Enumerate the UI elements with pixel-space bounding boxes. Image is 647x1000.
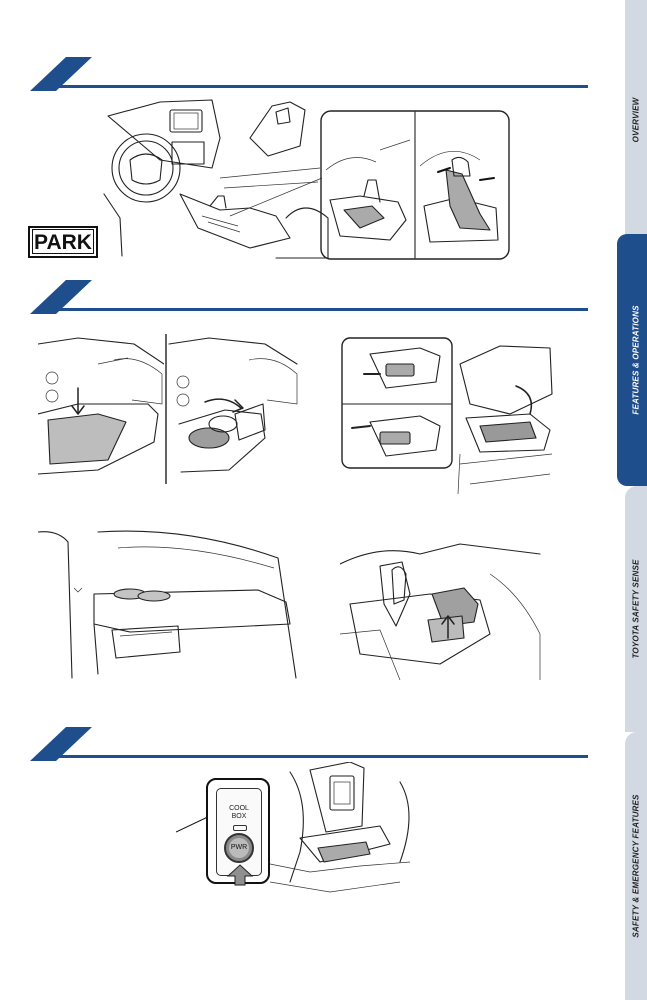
cool-box-panel: COOL BOX PWR xyxy=(206,778,270,886)
park-sign: PARK xyxy=(28,226,98,258)
side-tab-safety-emergency[interactable]: SAFETY & EMERGENCY FEATURES xyxy=(625,732,647,1000)
side-tab-label: SAFETY & EMERGENCY FEATURES xyxy=(631,794,641,938)
shift-lever-interior-illustration xyxy=(100,98,330,260)
section-header-rule xyxy=(50,755,588,758)
pwr-button-label: PWR xyxy=(229,838,249,858)
side-tab-label: TOYOTA SAFETY SENSE xyxy=(631,559,641,659)
cool-box-label: COOL BOX xyxy=(217,805,261,821)
section-header-1 xyxy=(30,57,588,91)
section-header-3 xyxy=(30,727,588,761)
pwr-button[interactable]: PWR xyxy=(224,833,254,863)
shift-lever-detail-illustration xyxy=(320,110,510,260)
side-tab-overview[interactable]: OVERVIEW xyxy=(625,0,647,240)
cup-holder-open-illustration xyxy=(165,334,300,484)
door-cup-holder-illustration xyxy=(38,528,300,680)
cool-box-label-line1: COOL xyxy=(229,805,249,812)
cool-box-illustration xyxy=(250,762,420,896)
side-tab-label: OVERVIEW xyxy=(631,97,641,143)
cup-holder-cover-illustration xyxy=(38,334,164,484)
cool-box-indicator-light xyxy=(233,825,247,831)
press-arrow-icon xyxy=(226,864,254,886)
section-header-rule xyxy=(50,85,588,88)
park-sign-text: PARK xyxy=(32,229,94,254)
cool-box-label-line2: BOX xyxy=(231,813,247,820)
rear-cup-holder-illustration xyxy=(340,334,555,500)
cool-box-switch-panel: COOL BOX PWR xyxy=(216,788,262,876)
section-side-nav: OVERVIEW FEATURES & OPERATIONS TOYOTA SA… xyxy=(617,0,647,1000)
section-header-2 xyxy=(30,280,588,314)
side-tab-features-operations[interactable]: FEATURES & OPERATIONS xyxy=(617,234,647,486)
section-header-rule xyxy=(50,308,588,311)
console-bin-illustration xyxy=(340,534,546,680)
side-tab-toyota-safety-sense[interactable]: TOYOTA SAFETY SENSE xyxy=(625,486,647,732)
side-tab-label: FEATURES & OPERATIONS xyxy=(631,305,641,415)
